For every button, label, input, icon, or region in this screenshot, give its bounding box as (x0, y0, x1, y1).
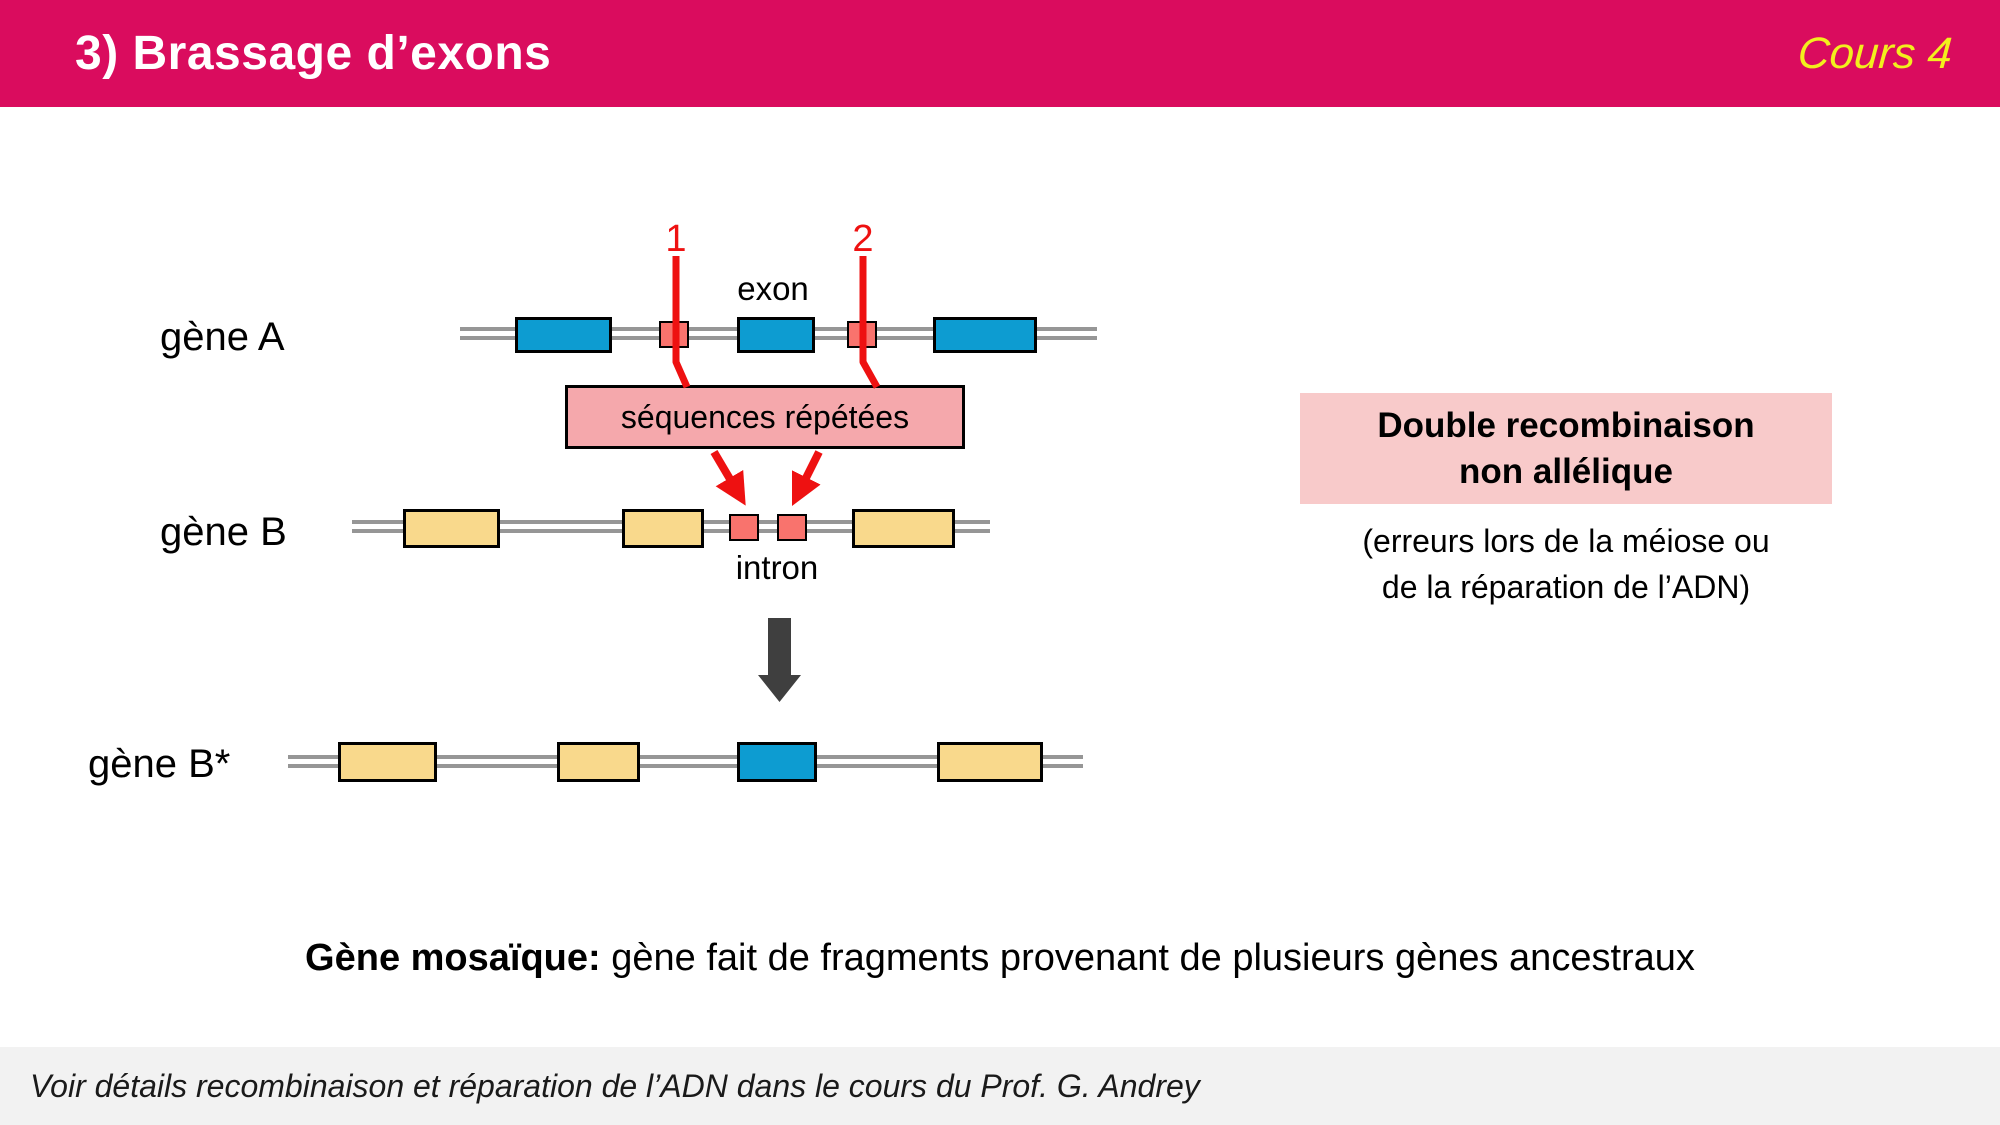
info-box-title-line-1: Double recombinaison (1377, 405, 1755, 445)
definition-body: gène fait de fragments provenant de plus… (600, 937, 1695, 979)
info-box-subtitle: (erreurs lors de la méiose ou de la répa… (1300, 518, 1832, 610)
gene-b-star-exon-box-3 (937, 742, 1043, 782)
gene-a-repeat-square-2 (847, 321, 877, 348)
header-bar: 3) Brassage d’exons Cours 4 (0, 0, 2000, 107)
gene-b-repeat-square-2 (777, 514, 807, 541)
gene-b-star-dna-line (288, 755, 1083, 768)
footer-note: Voir détails recombinaison et réparation… (30, 1067, 1200, 1104)
course-badge: Cours 4 (1796, 29, 1954, 78)
info-box-subtitle-line-1: (erreurs lors de la méiose ou (1362, 523, 1770, 559)
gene-a-exon-box-2 (737, 317, 815, 353)
gene-b-star-label: gène B* (88, 742, 231, 786)
gene-a-exon-box-1 (515, 317, 612, 353)
gene-b-star-exon-box-1 (338, 742, 437, 782)
gene-a-label: gène A (160, 315, 285, 359)
definition-term: Gène mosaïque: (305, 937, 601, 979)
recombination-result-down-arrow (758, 618, 801, 702)
info-box-title-line-2: non allélique (1459, 451, 1673, 491)
gene-a-exon-box-3 (933, 317, 1037, 353)
gene-b-exon-box-1 (403, 509, 500, 548)
crossover-marker-2: 2 (852, 218, 874, 260)
gene-a-repeat-square-1 (659, 321, 689, 348)
footer-bar: Voir détails recombinaison et réparation… (0, 1047, 2000, 1125)
insertion-arrow-2 (791, 450, 823, 507)
insertion-arrow-1 (710, 449, 746, 506)
gene-b-star-exon-box-2 (557, 742, 640, 782)
intron-label: intron (735, 549, 819, 586)
gene-b-label: gène B (160, 510, 287, 554)
exon-label: exon (737, 270, 809, 307)
info-box-subtitle-line-2: de la réparation de l’ADN) (1381, 569, 1751, 605)
repeated-sequences-box: séquences répétées (565, 385, 965, 449)
slide-title: 3) Brassage d’exons (75, 27, 552, 80)
gene-b-repeat-square-1 (729, 514, 759, 541)
definition-text: Gène mosaïque: gène fait de fragments pr… (0, 936, 2000, 980)
info-box: Double recombinaison non allélique (1300, 393, 1832, 504)
gene-b-exon-box-3 (852, 509, 955, 548)
crossover-marker-1: 1 (665, 218, 687, 260)
repeated-sequences-label: séquences répétées (620, 398, 910, 435)
gene-b-exon-box-2 (622, 509, 704, 548)
gene-b-star-inserted-exon-box (737, 742, 817, 782)
